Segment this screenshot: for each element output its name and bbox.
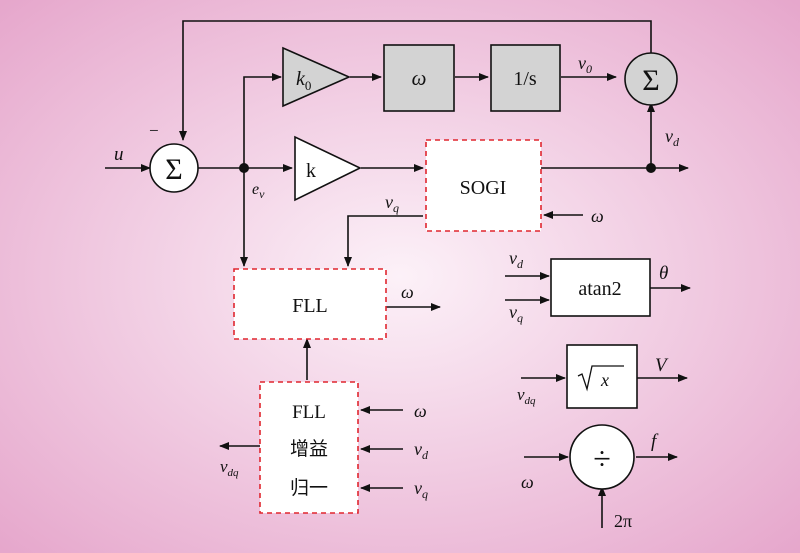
- wire-sogi-vq-to-fll: [344, 215, 423, 267]
- svg-text:vq: vq: [414, 478, 428, 501]
- svg-text:vdq: vdq: [220, 457, 239, 479]
- theta-label: θ: [659, 263, 668, 284]
- k0-subscript: 0: [305, 78, 312, 93]
- sum-junction-2: Σ: [624, 52, 678, 106]
- k0-symbol: k: [296, 68, 306, 90]
- integrator-block: 1/s: [490, 44, 561, 112]
- two-pi-label: 2π: [614, 511, 632, 531]
- svg-text:v0: v0: [578, 53, 592, 76]
- omega-gainnorm-input-label: ω: [414, 401, 427, 421]
- vq-atan2-subscript: q: [517, 311, 523, 325]
- V-label: V: [655, 355, 669, 376]
- k-gain-block: k: [294, 135, 362, 202]
- svg-text:vq: vq: [385, 192, 399, 215]
- vd-gainnorm-subscript: d: [422, 448, 429, 462]
- omega-block-label: ω: [412, 66, 427, 90]
- node-vd: [646, 163, 656, 173]
- svg-text:ev: ev: [252, 181, 265, 201]
- sum2-symbol: Σ: [642, 64, 659, 97]
- sqrt-argument: x: [600, 370, 609, 390]
- ev-label: e: [252, 181, 259, 198]
- wire-sum2-feedback: [179, 20, 652, 141]
- omega-sogi-input-label: ω: [591, 206, 604, 226]
- k-gain-label: k: [306, 160, 316, 182]
- sogi-label: SOGI: [460, 177, 507, 199]
- atan2-block: atan2: [550, 258, 651, 317]
- vq-sogi-subscript: q: [393, 201, 399, 215]
- vd-atan2-label: v: [509, 248, 517, 268]
- svg-text:vd: vd: [665, 126, 680, 149]
- vd-atan2-subscript: d: [517, 257, 524, 271]
- gain-norm-line1: FLL: [292, 402, 326, 423]
- vd-output-label: v: [665, 126, 673, 146]
- fll-label: FLL: [292, 295, 328, 317]
- svg-text:vd: vd: [414, 439, 429, 462]
- sqrt-radical-sign: [577, 365, 624, 392]
- wires: [105, 20, 691, 528]
- svg-text:k0: k0: [296, 68, 311, 93]
- vd-output-subscript: d: [673, 135, 680, 149]
- vdq-gainnorm-output-subscript: dq: [228, 467, 240, 479]
- vq-gainnorm-subscript: q: [422, 487, 428, 501]
- integrator-label: 1/s: [513, 68, 537, 90]
- fll-gain-normalization-block: FLL 增益 归一: [259, 381, 359, 514]
- divide-symbol: ÷: [593, 440, 611, 476]
- wire-ev-to-k0: [243, 73, 282, 168]
- node-ev: [239, 163, 249, 173]
- sqrt-block: x: [566, 344, 638, 409]
- vq-atan2-label: v: [509, 302, 517, 322]
- v0-subscript: 0: [586, 62, 592, 76]
- omega-block: ω: [383, 44, 455, 112]
- svg-text:vq: vq: [509, 302, 523, 325]
- gain-norm-line3: 归一: [290, 477, 328, 499]
- vdq-gainnorm-output-label: v: [220, 457, 228, 476]
- minus-sign: −: [149, 121, 159, 140]
- divide-block: ÷: [569, 424, 635, 490]
- vq-sogi-label: v: [385, 192, 393, 212]
- sum1-symbol: Σ: [165, 153, 182, 186]
- fll-block: FLL: [233, 268, 387, 340]
- vdq-sqrt-input-subscript: dq: [525, 395, 537, 407]
- sum-junction-1: Σ: [149, 143, 199, 193]
- vdq-sqrt-input-label: v: [517, 385, 525, 404]
- omega-divide-input-label: ω: [521, 472, 534, 492]
- v0-label: v: [578, 53, 586, 73]
- svg-text:vdq: vdq: [517, 385, 536, 407]
- f-label: f: [651, 431, 659, 452]
- omega-fll-output-label: ω: [401, 282, 414, 302]
- vd-gainnorm-label: v: [414, 439, 422, 459]
- sogi-block: SOGI: [425, 139, 542, 232]
- gain-norm-line2: 增益: [290, 438, 328, 460]
- svg-text:vd: vd: [509, 248, 524, 271]
- u-label: u: [114, 144, 124, 165]
- atan2-label: atan2: [578, 278, 621, 300]
- k0-gain-block: k0: [282, 46, 351, 108]
- ev-subscript: v: [259, 187, 265, 201]
- vq-gainnorm-label: v: [414, 478, 422, 498]
